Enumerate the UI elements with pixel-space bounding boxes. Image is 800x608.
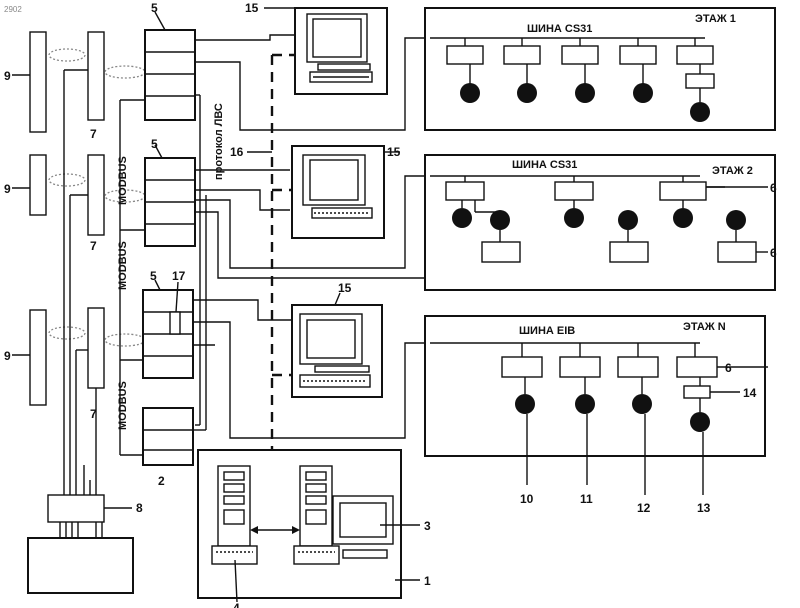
callout-3: 3	[424, 519, 431, 533]
panel-7-bottom	[88, 308, 104, 388]
callout-16: 16	[230, 145, 244, 159]
corner-id: 2902	[4, 5, 22, 14]
callout-15c: 15	[338, 281, 352, 295]
callout-6c: 6	[725, 361, 732, 375]
controller-5-top	[145, 30, 195, 120]
callout-10: 10	[520, 492, 534, 506]
callout-17: 17	[172, 269, 186, 283]
modbus-label-2: MODBUS	[117, 241, 129, 290]
callout-4: 4	[233, 601, 240, 608]
block-8	[48, 495, 104, 522]
floor-2-bus-label: ШИНА CS31	[512, 159, 577, 171]
base-unit	[28, 538, 133, 593]
callout-9b: 9	[4, 182, 11, 196]
controller-2	[143, 408, 193, 465]
floor-n-frame	[425, 316, 765, 456]
workstation-middle	[292, 146, 384, 238]
floor-1-frame	[425, 8, 775, 130]
callout-9a: 9	[4, 69, 11, 83]
floor-n-bus-label: ШИНА EIB	[519, 325, 575, 337]
controller-5-middle	[145, 158, 195, 246]
callout-15b: 15	[387, 145, 401, 159]
callout-5a: 5	[151, 1, 158, 15]
callout-1: 1	[424, 574, 431, 588]
callout-5b: 5	[151, 137, 158, 151]
callout-14: 14	[743, 386, 757, 400]
controller-5-bottom	[143, 290, 193, 378]
panel-9-bottom	[30, 310, 46, 405]
server-room	[198, 450, 401, 598]
lan-protocol-label: протокол ЛВС	[213, 103, 225, 180]
callout-12: 12	[637, 501, 651, 515]
callout-6a: 6	[770, 181, 777, 195]
floor-1-title: ЭТАЖ 1	[695, 13, 736, 25]
panel-7-middle	[88, 155, 104, 235]
callout-8: 8	[136, 501, 143, 515]
panel-9-top	[30, 32, 46, 132]
callout-11: 11	[580, 492, 593, 506]
modbus-label-1: MODBUS	[117, 156, 129, 205]
callout-7a: 7	[90, 127, 97, 141]
panel-7-top	[88, 32, 104, 120]
lan-protocol-line	[193, 95, 206, 430]
floor-1-bus-label: ШИНА CS31	[527, 23, 592, 35]
callout-13: 13	[697, 501, 711, 515]
panel-9-middle	[30, 155, 46, 215]
callout-9c: 9	[4, 349, 11, 363]
workstation-bottom	[292, 305, 382, 397]
floor-2-title: ЭТАЖ 2	[712, 165, 753, 177]
callout-7b: 7	[90, 239, 97, 253]
callout-5c: 5	[150, 269, 157, 283]
callout-7c: 7	[90, 407, 97, 421]
callout-2: 2	[158, 474, 165, 488]
workstation-top	[295, 8, 387, 94]
callout-15a: 15	[245, 1, 259, 15]
callout-6b: 6	[770, 246, 777, 260]
floor-n-title: ЭТАЖ N	[683, 321, 726, 333]
modbus-label-3: MODBUS	[117, 381, 129, 430]
